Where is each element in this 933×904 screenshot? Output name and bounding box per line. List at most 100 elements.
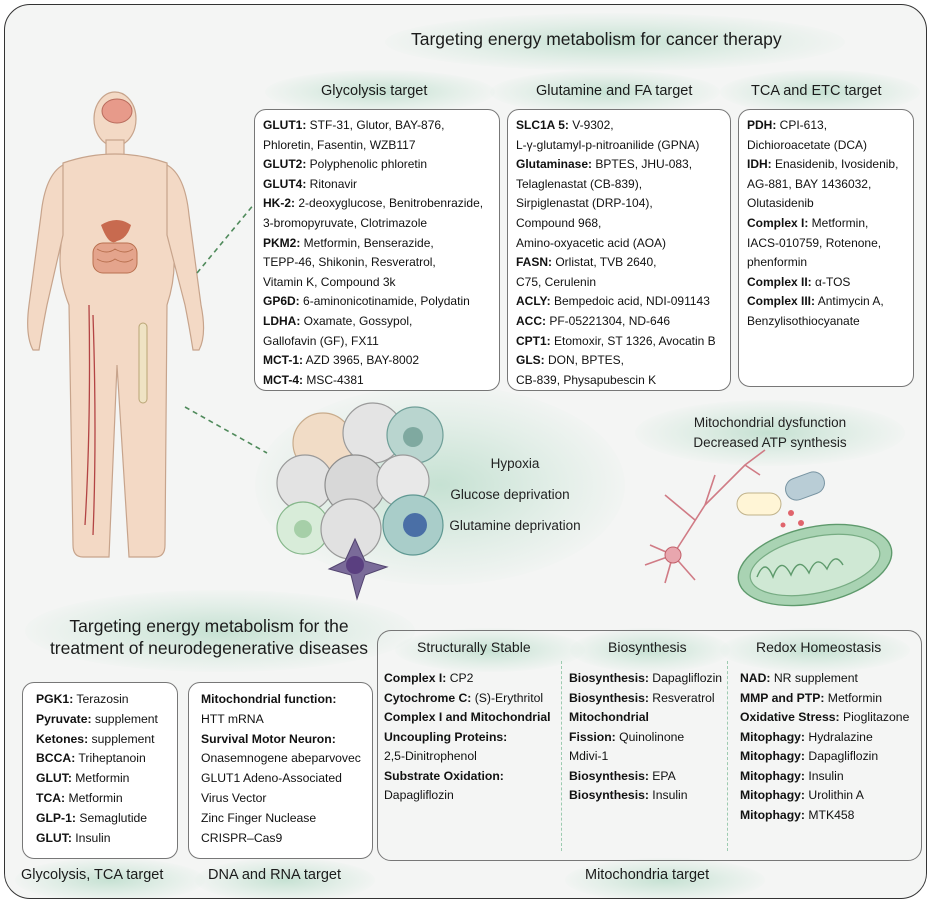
entry-row: Mdivi-1: [569, 747, 722, 767]
entry-row: Biosynthesis: Resveratrol: [569, 689, 722, 709]
entry-text: NR supplement: [770, 671, 858, 685]
entry-label: GLS:: [516, 353, 545, 368]
entry-text: phenformin: [747, 255, 808, 270]
entry-label: Mitochondrial: [569, 710, 649, 724]
tumor-cells-illustration: [276, 402, 444, 601]
entry-label: Complex II:: [747, 274, 812, 289]
entry-row: C75, Cerulenin: [516, 273, 722, 293]
entry-label: Mitophagy:: [740, 807, 805, 822]
entry-text: Triheptanoin: [75, 751, 146, 766]
entry-row: Gallofavin (GF), FX11: [263, 332, 491, 352]
entry-text: Virus Vector: [201, 790, 267, 805]
entry-row: CPT1: Etomoxir, ST 1326, Avocatin B: [516, 332, 722, 352]
entry-row: Substrate Oxidation:: [384, 767, 551, 787]
entry-label: Substrate Oxidation:: [384, 768, 504, 783]
entry-text: Amino-oxyacetic acid (AOA): [516, 235, 667, 250]
entry-label: Biosynthesis:: [569, 788, 649, 802]
figure-frame: Targeting energy metabolism for cancer t…: [4, 4, 927, 899]
entry-text: 6-aminonicotinamide, Polydatin: [299, 294, 470, 309]
entry-text: L-γ-glutamyl-p-nitroanilide (GPNA): [516, 137, 700, 152]
glycolysis-box: GLUT1: STF-31, Glutor, BAY-876,Phloretin…: [254, 109, 500, 391]
entry-text: DON, BPTES,: [544, 353, 625, 368]
entry-text: STF-31, Glutor, BAY-876,: [306, 118, 445, 132]
entry-label: BCCA:: [36, 751, 76, 766]
entry-label: Glutaminase:: [516, 157, 593, 172]
entry-row: IDH: Enasidenib, Ivosidenib,: [747, 155, 905, 175]
entry-row: Complex III: Antimycin A,: [747, 292, 905, 312]
entry-text: CP2: [446, 671, 474, 685]
entry-label: GLUT1:: [263, 118, 307, 132]
entry-row: SLC1A 5: V-9302,: [516, 116, 722, 136]
human-body-illustration: [27, 91, 205, 558]
glow: [25, 590, 415, 672]
entry-row: GLUT1 Adeno-Associated: [201, 769, 364, 789]
entry-row: CRISPR–Cas9: [201, 829, 364, 849]
entry-text: supplement: [88, 731, 155, 746]
entry-row: Biosynthesis: Insulin: [569, 786, 722, 806]
entry-label: PGK1:: [36, 692, 74, 706]
entry-row: GLUT: Metformin: [36, 769, 169, 789]
entry-text: Insulin: [805, 768, 844, 783]
entry-label: PDH:: [747, 118, 777, 132]
entry-row: HTT mRNA: [201, 710, 364, 730]
entry-row: Complex I: CP2: [384, 669, 551, 689]
entry-row: GLUT2: Polyphenolic phloretin: [263, 155, 491, 175]
entry-row: Mitochondrial function:: [201, 690, 364, 710]
entry-row: CB-839, Physapubescin K: [516, 371, 722, 391]
entry-label: CPT1:: [516, 333, 551, 348]
glow: [395, 628, 585, 672]
entry-text: Sirpiglenastat (DRP-104),: [516, 196, 653, 211]
entry-row: GP6D: 6-aminonicotinamide, Polydatin: [263, 292, 491, 312]
entry-row: ACC: PF-05221304, ND-646: [516, 312, 722, 332]
entry-row: MCT-4: MSC-4381: [263, 371, 491, 391]
entry-row: GLUT1: STF-31, Glutor, BAY-876,: [263, 116, 491, 136]
entry-label: ACC:: [516, 313, 546, 328]
glow: [385, 13, 845, 71]
entry-row: Mitophagy: Urolithin A: [740, 786, 909, 806]
entry-row: Ketones: supplement: [36, 730, 169, 750]
entry-row: PDH: CPI-613,: [747, 116, 905, 136]
entry-label: Pyruvate:: [36, 711, 92, 726]
entry-text: TEPP-46, Shikonin, Resveratrol,: [263, 255, 436, 270]
entry-label: Mitophagy:: [740, 749, 805, 763]
entry-text: Metformin, Benserazide,: [300, 235, 434, 250]
entry-label: Complex I:: [384, 671, 447, 685]
entry-row: Telaglenastat (CB-839),: [516, 175, 722, 195]
entry-row: Uncoupling Proteins:: [384, 728, 551, 748]
tca-box: PDH: CPI-613,Dichioroacetate (DCA)IDH: E…: [738, 109, 914, 387]
entry-row: Mitophagy: Insulin: [740, 767, 909, 787]
entry-label: Survival Motor Neuron:: [201, 731, 336, 746]
entry-text: Bempedoic acid, NDI-091143: [550, 294, 710, 309]
entry-label: Cytochrome C:: [384, 690, 472, 705]
entry-text: IACS-010759, Rotenone,: [747, 235, 882, 250]
entry-row: IACS-010759, Rotenone,: [747, 234, 905, 254]
entry-row: PGK1: Terazosin: [36, 690, 169, 710]
glow: [570, 628, 730, 672]
entry-text: Mdivi-1: [569, 749, 609, 763]
entry-label: MMP and PTP:: [740, 690, 825, 705]
entry-text: Dapagliflozin: [805, 749, 879, 763]
entry-text: Enasidenib, Ivosidenib,: [771, 157, 899, 172]
entry-text: V-9302,: [568, 118, 614, 132]
entry-row: GLUT4: Ritonavir: [263, 175, 491, 195]
entry-text: Etomoxir, ST 1326, Avocatin B: [550, 333, 716, 348]
entry-row: Phloretin, Fasentin, WZB117: [263, 136, 491, 156]
glow: [490, 70, 720, 114]
entry-label: NAD:: [740, 671, 771, 685]
entry-row: L-γ-glutamyl-p-nitroanilide (GPNA): [516, 136, 722, 156]
entry-label: Uncoupling Proteins:: [384, 729, 508, 744]
entry-label: PKM2:: [263, 235, 301, 250]
entry-row: MMP and PTP: Metformin: [740, 689, 909, 709]
entry-text: Zinc Finger Nuclease: [201, 810, 317, 825]
entry-row: Dapagliflozin: [384, 786, 551, 806]
mito-divider: [727, 661, 728, 851]
entry-text: Phloretin, Fasentin, WZB117: [263, 137, 416, 152]
glow: [15, 858, 205, 898]
entry-label: Mitochondrial function:: [201, 692, 337, 706]
entry-label: IDH:: [747, 157, 772, 172]
entry-label: Biosynthesis:: [569, 768, 649, 783]
connector-lines: [184, 202, 268, 454]
